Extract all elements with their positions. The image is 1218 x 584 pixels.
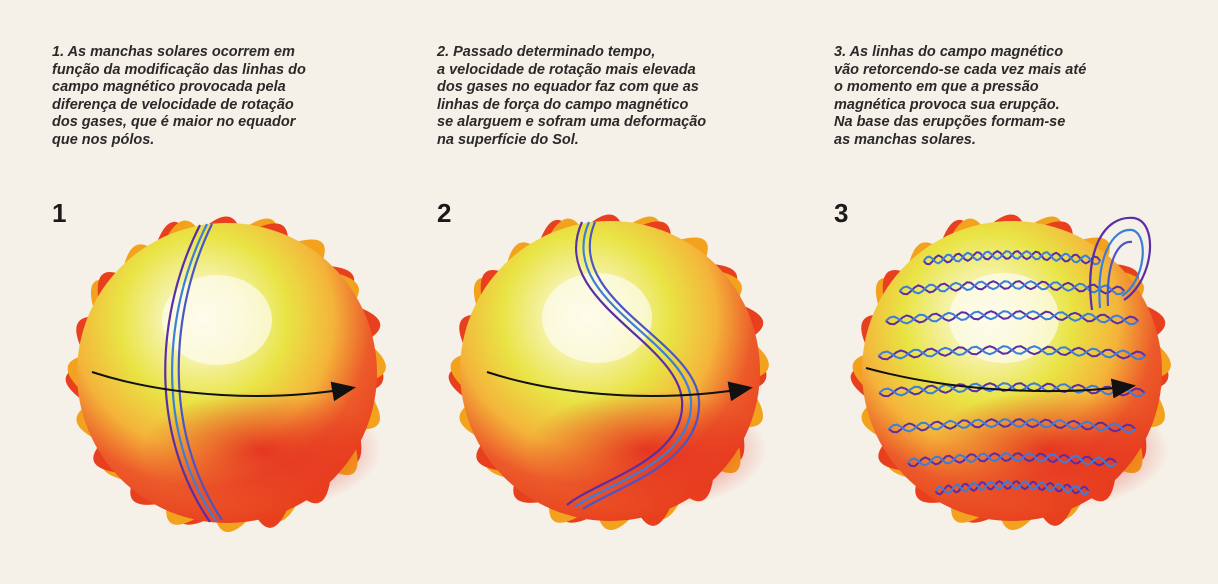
panel-1: 1. As manchas solares ocorrem em função …: [52, 0, 412, 584]
sun-illustration: [834, 0, 1194, 584]
sun-illustration: [52, 0, 412, 584]
panel-3: 3. As linhas do campo magnético vão reto…: [834, 0, 1194, 584]
panel-2: 2. Passado determinado tempo, a velocida…: [437, 0, 807, 584]
sun-illustration: [437, 0, 807, 584]
